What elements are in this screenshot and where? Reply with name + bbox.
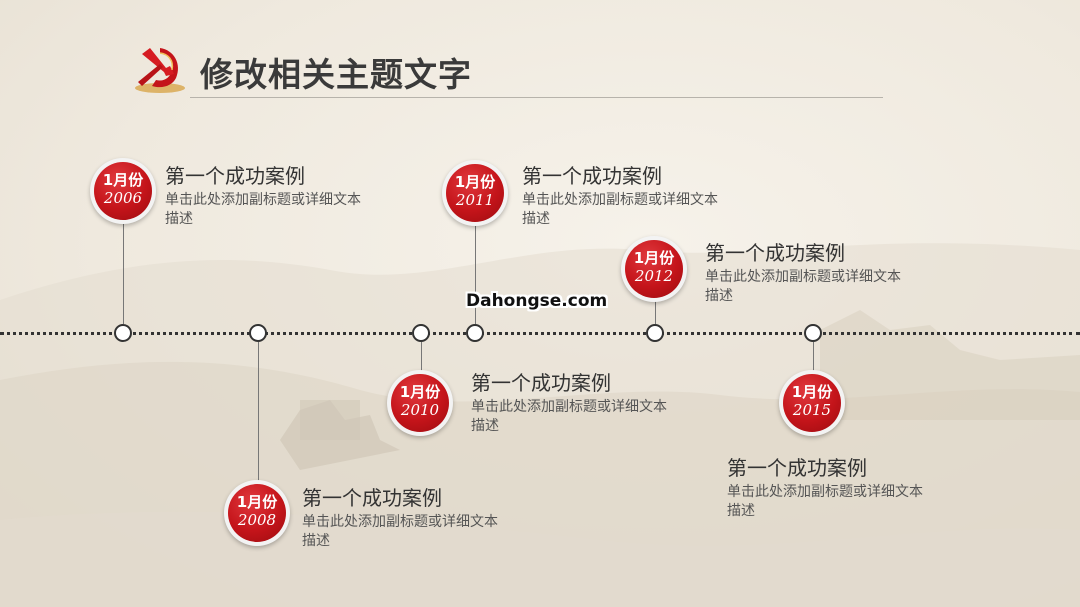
milestone-desc: 单击此处添加副标题或详细文本描述 [522,192,718,227]
timeline-stem [123,222,124,324]
timeline-node [804,324,822,342]
milestone-text: 第一个成功案例 单击此处添加副标题或详细文本描述 [165,163,375,229]
title-divider [190,97,883,98]
badge-month: 1月份 [454,173,496,191]
badge-month: 1月份 [236,493,278,511]
milestone-text: 第一个成功案例 单击此处添加副标题或详细文本描述 [705,240,915,306]
milestone-text: 第一个成功案例 单击此处添加副标题或详细文本描述 [302,485,512,551]
milestone-badge: 1月份 2011 [442,160,508,226]
milestone-badge: 1月份 2012 [621,236,687,302]
badge-year: 2015 [792,401,832,419]
milestone-desc: 单击此处添加副标题或详细文本描述 [165,192,361,227]
party-emblem-icon [135,48,185,93]
milestone-title: 第一个成功案例 [471,371,611,395]
milestone-desc: 单击此处添加副标题或详细文本描述 [302,514,498,549]
milestone-badge: 1月份 2015 [779,370,845,436]
timeline-node [249,324,267,342]
milestone-title: 第一个成功案例 [302,486,442,510]
timeline-stem [475,226,476,324]
timeline-stem [813,342,814,372]
milestone-title: 第一个成功案例 [165,164,305,188]
timeline-stem [421,342,422,372]
page-title: 修改相关主题文字 [200,55,472,94]
badge-month: 1月份 [399,383,441,401]
milestone-desc: 单击此处添加副标题或详细文本描述 [727,484,923,519]
badge-year: 2006 [103,189,143,207]
timeline-node [646,324,664,342]
badge-year: 2010 [400,401,440,419]
milestone-title: 第一个成功案例 [522,164,662,188]
badge-year: 2012 [634,267,674,285]
timeline-node [114,324,132,342]
watermark-text: Dahongse.com [466,291,608,311]
milestone-desc: 单击此处添加副标题或详细文本描述 [471,399,667,434]
badge-year: 2008 [237,511,277,529]
milestone-text: 第一个成功案例 单击此处添加副标题或详细文本描述 [727,455,937,521]
milestone-badge: 1月份 2006 [90,158,156,224]
milestone-desc: 单击此处添加副标题或详细文本描述 [705,269,901,304]
timeline-stem [655,300,656,324]
milestone-badge: 1月份 2010 [387,370,453,436]
milestone-text: 第一个成功案例 单击此处添加副标题或详细文本描述 [471,370,681,436]
milestone-badge: 1月份 2008 [224,480,290,546]
timeline-axis [0,332,1080,335]
badge-month: 1月份 [102,171,144,189]
milestone-text: 第一个成功案例 单击此处添加副标题或详细文本描述 [522,163,732,229]
milestone-title: 第一个成功案例 [727,456,867,480]
milestone-title: 第一个成功案例 [705,241,845,265]
badge-year: 2011 [455,191,495,209]
badge-month: 1月份 [633,249,675,267]
timeline-stem [258,342,259,482]
badge-month: 1月份 [791,383,833,401]
timeline-node [466,324,484,342]
timeline-node [412,324,430,342]
